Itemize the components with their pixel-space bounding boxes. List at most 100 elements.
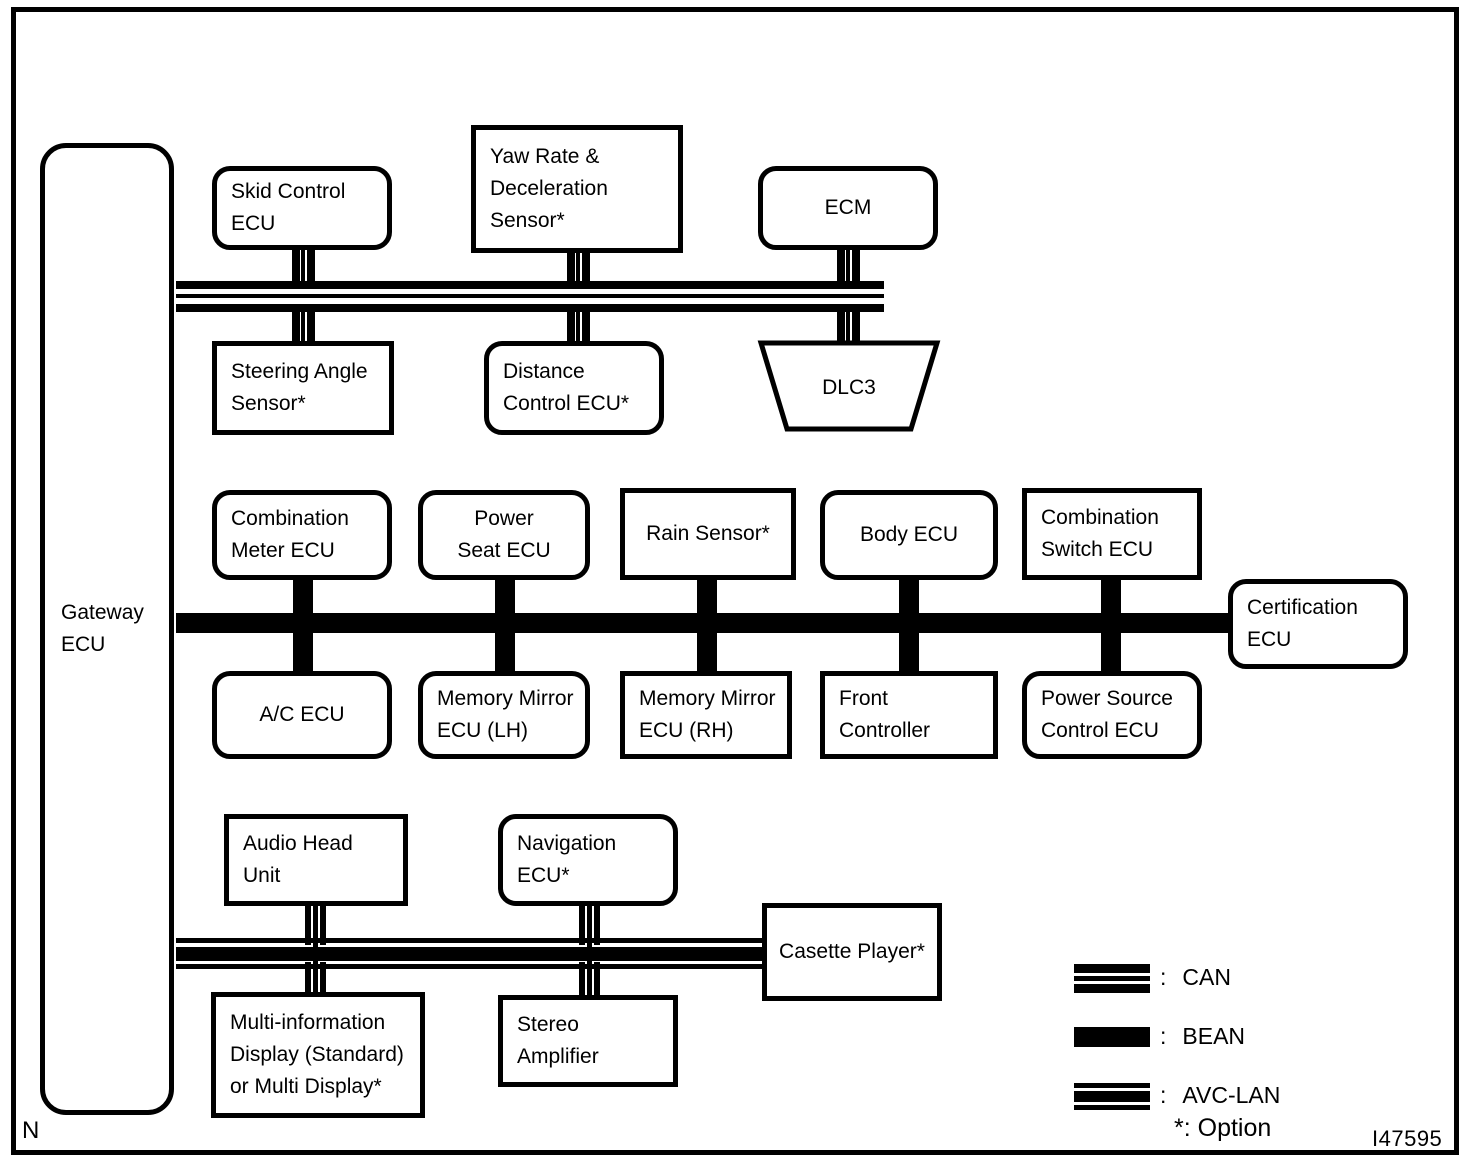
bean-drop-power-source (1101, 626, 1121, 672)
node-casette-player[interactable]: Casette Player* (762, 903, 942, 1001)
node-label-line: Meter ECU (231, 539, 335, 562)
can-drop-skid-control-center (301, 246, 305, 288)
legend-row-avc-lan: : AVC-LAN (1074, 1080, 1280, 1110)
node-label-line: Display (Standard) (230, 1043, 404, 1066)
node-label-line: Combination (1041, 506, 1159, 529)
can-bus-bottom-line (176, 304, 884, 312)
node-body-ecu[interactable]: Body ECU (820, 490, 998, 580)
avclan-bus-center-line (176, 947, 766, 961)
avclan-drop-stereo-amplifier-left (579, 962, 585, 998)
avclan-drop-navigation-left (579, 903, 585, 945)
legend-swatch-avc-lan-icon (1074, 1080, 1150, 1110)
bean-drop-combination-meter (293, 576, 313, 620)
can-drop-yaw-rate-left (567, 252, 575, 286)
bean-drop-power-seat (495, 576, 515, 620)
node-power-seat-ecu[interactable]: Power Seat ECU (418, 490, 590, 580)
legend-label-bean: BEAN (1182, 1022, 1246, 1049)
bean-drop-combination-switch (1101, 576, 1121, 620)
node-label-line: Body ECU (859, 523, 959, 546)
node-power-source-control-ecu[interactable]: Power Source Control ECU (1022, 671, 1202, 759)
can-drop-ecm-center (846, 246, 850, 288)
image-reference-code: I47595 (1372, 1126, 1443, 1151)
legend-colon: : (1160, 1081, 1167, 1108)
node-audio-head-unit[interactable]: Audio Head Unit (224, 814, 408, 906)
node-steering-angle-sensor[interactable]: Steering Angle Sensor* (212, 341, 394, 435)
avclan-bus-top-line (176, 938, 766, 943)
bean-drop-memory-mirror-rh (697, 626, 717, 672)
avclan-drop-navigation-center (587, 903, 592, 961)
legend-swatch-can-icon (1074, 962, 1150, 993)
node-label-line: Memory Mirror (437, 687, 574, 710)
avclan-drop-audio-head-unit-center (313, 903, 318, 961)
node-label-line: Seat ECU (457, 539, 551, 562)
node-gateway-ecu[interactable]: Gateway ECU (40, 143, 174, 1115)
bean-drop-body-ecu (899, 576, 919, 620)
avclan-drop-audio-head-unit-left (305, 903, 311, 945)
node-yaw-rate-deceleration-sensor[interactable]: Yaw Rate & Deceleration Sensor* (471, 125, 683, 253)
node-label-line: Combination (231, 507, 349, 530)
node-memory-mirror-ecu-lh[interactable]: Memory Mirror ECU (LH) (418, 671, 590, 759)
avclan-bus-bottom-line (176, 964, 766, 969)
can-drop-dlc3-center (846, 304, 850, 342)
node-label-line: Power (474, 507, 534, 530)
node-label-line: or Multi Display* (230, 1075, 382, 1098)
node-memory-mirror-ecu-rh[interactable]: Memory Mirror ECU (RH) (620, 671, 792, 759)
can-drop-yaw-rate-center (576, 252, 580, 288)
node-label-line: ECU (231, 212, 276, 235)
can-bus-top-line (176, 281, 884, 289)
node-skid-control-ecu[interactable]: Skid Control ECU (212, 166, 392, 250)
node-stereo-amplifier[interactable]: Stereo Amplifier (498, 995, 678, 1087)
node-rain-sensor[interactable]: Rain Sensor* (620, 488, 796, 580)
legend-option-note: *: Option (1174, 1114, 1272, 1142)
legend-swatch-bean-icon (1074, 1021, 1150, 1051)
node-distance-control-ecu[interactable]: Distance Control ECU* (484, 341, 664, 435)
node-label-line: Casette Player* (779, 940, 925, 963)
legend-colon: : (1160, 1022, 1167, 1049)
node-label-line: Skid Control (231, 180, 346, 203)
legend-label-can: CAN (1182, 963, 1231, 990)
bean-drop-rain-sensor (697, 576, 717, 620)
node-label-line: ECM (824, 196, 872, 219)
node-label-line: Sensor* (231, 392, 306, 415)
node-label-line: Certification (1247, 596, 1358, 619)
node-label-line: ECU (61, 633, 106, 656)
dlc3-trapezoid-shape (757, 340, 941, 432)
node-certification-ecu[interactable]: Certification ECU (1228, 579, 1408, 669)
diagram-border (11, 7, 1459, 1155)
corner-mark-n: N (22, 1117, 40, 1144)
node-label-line: Distance (503, 360, 585, 383)
node-label-line: Audio Head (243, 832, 353, 855)
node-combination-switch-ecu[interactable]: Combination Switch ECU (1022, 488, 1202, 580)
node-ac-ecu[interactable]: A/C ECU (212, 671, 392, 759)
node-dlc3[interactable]: DLC3 (756, 338, 942, 434)
node-label-line: Front (839, 687, 889, 710)
can-drop-distance-control-center (576, 304, 580, 342)
can-drop-steering-angle-right (307, 306, 315, 342)
can-drop-distance-control-right (582, 306, 590, 342)
node-label-line: Unit (243, 864, 281, 887)
bean-drop-ac-ecu (293, 626, 313, 672)
node-navigation-ecu[interactable]: Navigation ECU* (498, 814, 678, 906)
node-label-line: ECU (LH) (437, 719, 529, 742)
legend-colon: : (1160, 963, 1167, 990)
node-label-line: Gateway (61, 601, 144, 624)
node-label-line: Sensor* (490, 209, 565, 232)
avclan-drop-multi-info-display-right (320, 962, 326, 998)
legend-label-avc-lan: AVC-LAN (1182, 1081, 1281, 1108)
legend: : CAN : BEAN : AVC-LAN (1074, 962, 1414, 1142)
node-multi-information-display[interactable]: Multi-information Display (Standard) or … (211, 992, 425, 1118)
node-front-controller[interactable]: Front Controller (820, 671, 998, 759)
avclan-drop-multi-info-display-left (305, 962, 311, 998)
legend-row-bean: : BEAN (1074, 1021, 1245, 1051)
node-ecm[interactable]: ECM (758, 166, 938, 250)
node-label-line: Deceleration (490, 177, 608, 200)
node-label-line: ECU* (517, 864, 570, 887)
avclan-drop-stereo-amplifier-right (594, 962, 600, 998)
can-drop-dlc3-right (852, 306, 860, 342)
can-drop-dlc3-left (837, 306, 845, 342)
can-drop-skid-control-right (307, 246, 315, 286)
node-label-line: ECU (1247, 628, 1292, 651)
node-label-line: DLC3 (822, 375, 876, 399)
node-combination-meter-ecu[interactable]: Combination Meter ECU (212, 490, 392, 580)
